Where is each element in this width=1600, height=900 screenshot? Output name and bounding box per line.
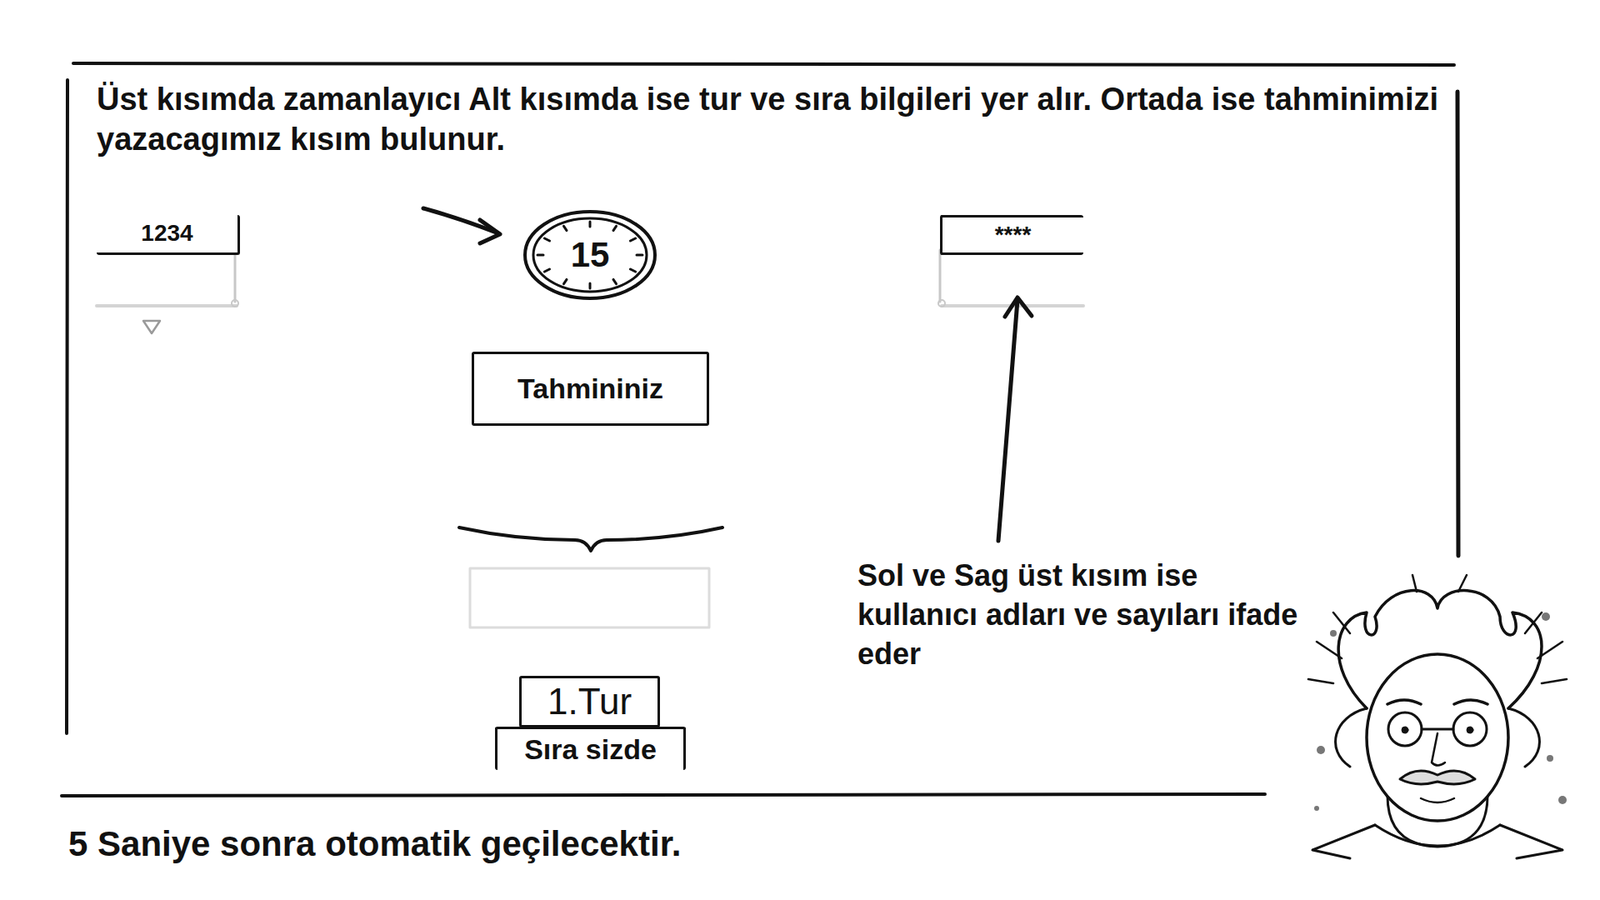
empty-input [470, 568, 710, 628]
box-label: 1234 [140, 220, 193, 247]
frame-line [73, 63, 1455, 65]
user-box: 1234 [96, 215, 240, 255]
frame-line [66, 80, 68, 734]
einstein-illustration [1308, 575, 1567, 859]
caption: 5 Saniye sonra otomatik geçilecektir. [68, 824, 681, 864]
dropdown-line [96, 304, 237, 308]
brace [459, 527, 723, 551]
box-label: Tahmininiz [517, 372, 664, 405]
frame-line [1457, 91, 1459, 556]
title-note: Üst kısımda zamanlayıcı Alt kısımda ise … [96, 81, 1439, 157]
dropdown-line [234, 250, 237, 302]
round-box: 1.Tur [519, 675, 660, 728]
turn-box: Sıra sizde [495, 726, 686, 770]
arrow-head [480, 220, 500, 244]
frame-line [61, 794, 1265, 796]
callout-note: Sol ve Sag üst kısım ise kullanıcı adlar… [857, 558, 1298, 671]
arrow-head [1005, 297, 1032, 317]
guess-input: Tahmininiz [471, 351, 710, 426]
dropdown-triangle [143, 320, 160, 334]
dropdown-line [939, 250, 942, 302]
box-label: 1.Tur [547, 680, 632, 724]
box-label: 15 [570, 235, 610, 275]
box-label: **** [995, 221, 1032, 249]
callout-note-block: Sol ve Sag üst kısım ise kullanıcı adlar… [857, 556, 1300, 674]
timer-clock: 15 [521, 208, 659, 302]
box-label: Sıra sizde [524, 733, 657, 766]
title-note-block: Üst kısımda zamanlayıcı Alt kısımda ise … [96, 80, 1447, 160]
pointer-arrow [423, 208, 499, 234]
caption-block: 5 Saniye sonra otomatik geçilecektir. [68, 823, 681, 865]
user-box: **** [940, 215, 1084, 255]
pointer-arrow [998, 300, 1018, 541]
